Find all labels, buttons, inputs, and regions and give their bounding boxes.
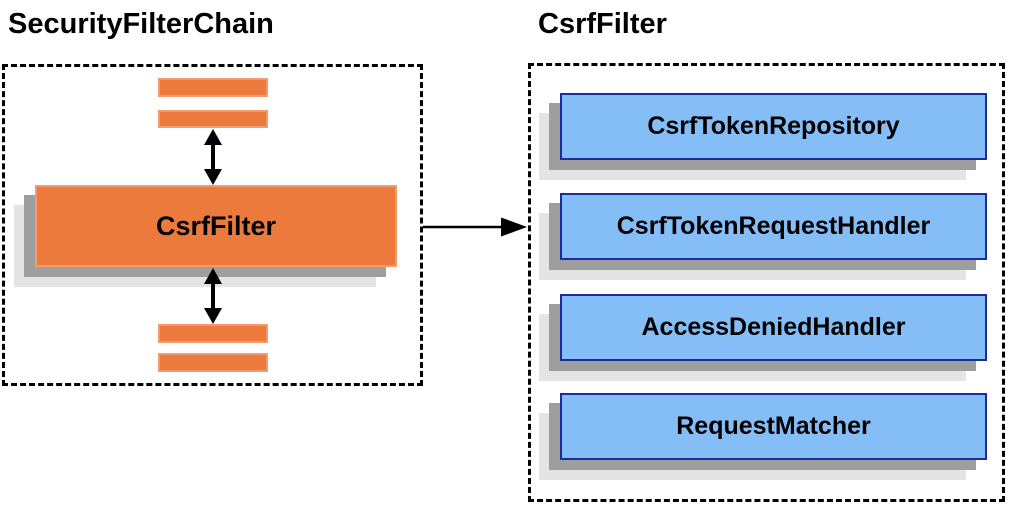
- filter-bar-bottom-1: [158, 324, 268, 343]
- right-panel-title: CsrfFilter: [538, 8, 667, 40]
- double-arrow-icon: [204, 268, 222, 324]
- component-box-request-matcher: RequestMatcher: [560, 393, 987, 460]
- component-box-csrf-token-repository: CsrfTokenRepository: [560, 93, 987, 160]
- security-filter-chain-panel: CsrfFilter: [2, 64, 423, 386]
- component-label: AccessDeniedHandler: [641, 313, 906, 341]
- component-label: RequestMatcher: [676, 412, 871, 440]
- component-box-csrf-token-request-handler: CsrfTokenRequestHandler: [560, 193, 987, 260]
- component-label: CsrfTokenRepository: [647, 112, 900, 140]
- left-panel-title: SecurityFilterChain: [8, 8, 274, 40]
- component-box-access-denied-handler: AccessDeniedHandler: [560, 294, 987, 361]
- filter-bar-top-2: [158, 110, 268, 128]
- filter-bar-bottom-2: [158, 353, 268, 372]
- csrf-filter-label: CsrfFilter: [155, 210, 277, 241]
- flow-arrow-icon: [423, 217, 527, 237]
- csrf-filter-box: CsrfFilter: [35, 185, 397, 267]
- csrf-filter-panel: CsrfTokenRepository CsrfTokenRequestHand…: [528, 63, 1005, 502]
- filter-bar-top-1: [158, 78, 268, 97]
- component-label: CsrfTokenRequestHandler: [616, 212, 931, 240]
- double-arrow-icon: [204, 129, 222, 185]
